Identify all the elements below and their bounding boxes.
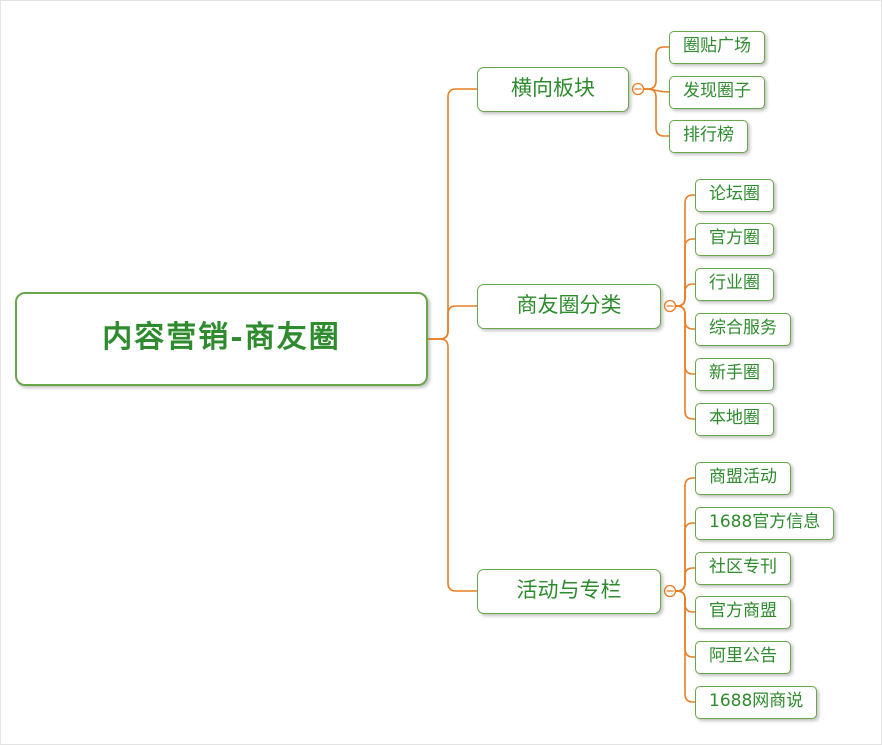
subtopic-2-4[interactable]: 综合服务 (695, 313, 791, 346)
subtopic-2-1[interactable]: 论坛圈 (695, 179, 774, 212)
subtopic-3-5[interactable]: 阿里公告 (695, 641, 791, 674)
topic-branch-1[interactable]: 横向板块 (477, 67, 629, 112)
topic-branch-3[interactable]: 活动与专栏 (477, 569, 661, 614)
subtopic-2-3[interactable]: 行业圈 (695, 268, 774, 301)
subtopic-3-1[interactable]: 商盟活动 (695, 462, 791, 495)
subtopic-1-2[interactable]: 发现圈子 (669, 76, 765, 109)
subtopic-3-6[interactable]: 1688网商说 (695, 686, 818, 719)
connector-branch1-child1 (644, 46, 669, 90)
connector-branch3-child3 (676, 567, 695, 592)
subtopic-2-2[interactable]: 官方圈 (695, 223, 774, 256)
connector-root-branch1 (428, 88, 477, 340)
collapse-toggle-branch3[interactable] (663, 584, 677, 598)
subtopic-3-4[interactable]: 官方商盟 (695, 596, 791, 629)
topic-branch-2[interactable]: 商友圈分类 (477, 284, 661, 329)
connector-root-branch3 (428, 338, 477, 592)
subtopic-2-5[interactable]: 新手圈 (695, 358, 774, 391)
subtopic-3-2[interactable]: 1688官方信息 (695, 507, 835, 540)
collapse-toggle-branch2[interactable] (663, 299, 677, 313)
subtopic-2-6[interactable]: 本地圈 (695, 403, 774, 436)
connector-branch2-child6 (676, 305, 695, 420)
root-topic[interactable]: 内容营销-商友圈 (15, 292, 428, 386)
connector-branch1-child3 (644, 88, 669, 137)
subtopic-1-3[interactable]: 排行榜 (669, 120, 748, 153)
connector-branch3-child6 (676, 590, 695, 703)
connector-root-branch2 (428, 305, 477, 340)
connector-branch2-child3 (676, 283, 695, 307)
subtopic-3-3[interactable]: 社区专刊 (695, 552, 791, 585)
subtopic-1-1[interactable]: 圈贴广场 (669, 31, 765, 64)
collapse-toggle-branch1[interactable] (631, 82, 645, 96)
